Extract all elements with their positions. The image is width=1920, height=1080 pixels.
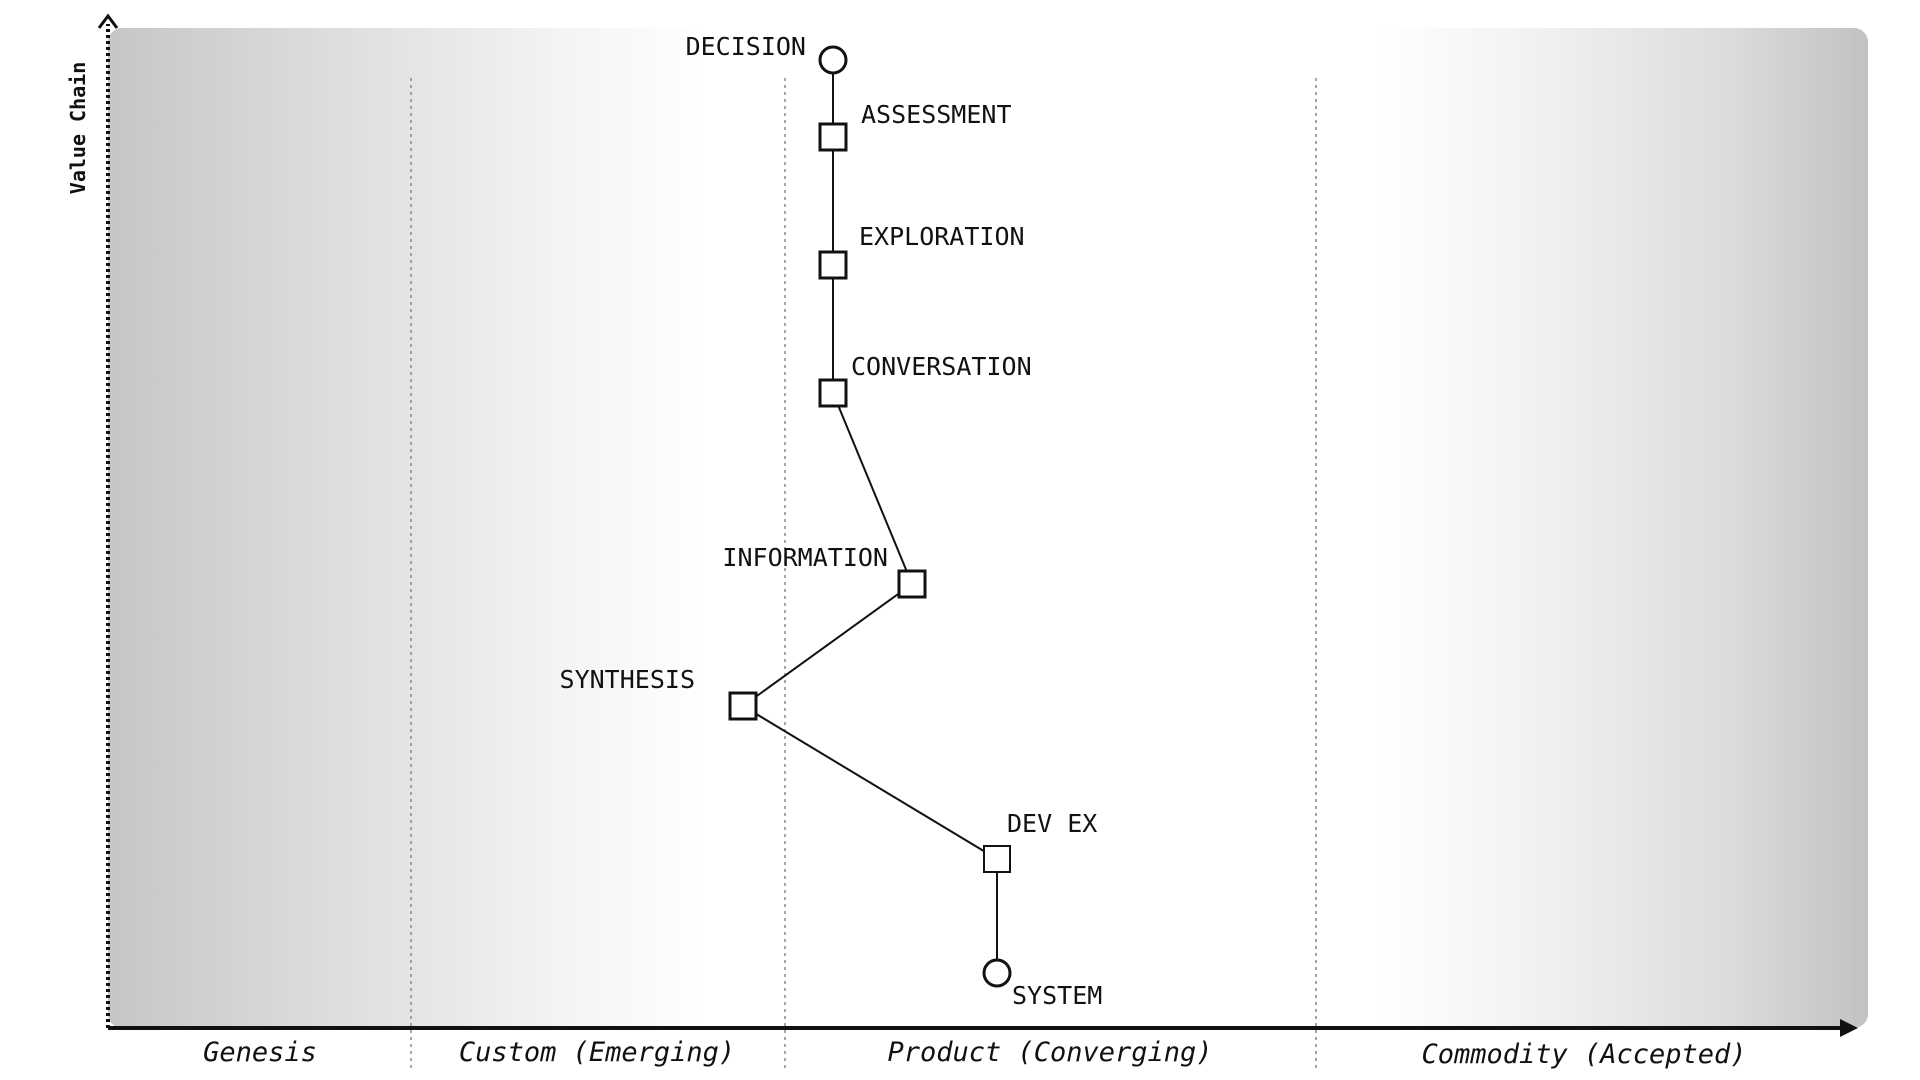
node-conversation[interactable]	[818, 378, 848, 408]
node-decision[interactable]	[818, 45, 848, 75]
y-axis-label: Value Chain	[66, 62, 90, 194]
label-decision: DECISION	[686, 32, 806, 61]
label-system: SYSTEM	[1012, 981, 1102, 1010]
node-exploration[interactable]	[818, 250, 848, 280]
map-background	[108, 28, 1868, 1028]
link-synthesis-devex	[742, 705, 998, 860]
stage-label-genesis: Genesis	[203, 1037, 317, 1068]
node-assessment[interactable]	[818, 122, 848, 152]
stage-label-commodity: Commodity (Accepted)	[1421, 1039, 1746, 1070]
evolution-arrow-icon	[1840, 1019, 1858, 1037]
value-chain-arrow-icon	[97, 13, 119, 29]
label-dev-ex: DEV EX	[1007, 809, 1097, 838]
label-exploration: EXPLORATION	[859, 222, 1025, 251]
link-information-synthesis	[742, 583, 913, 707]
node-synthesis[interactable]	[728, 691, 758, 721]
label-information: INFORMATION	[722, 543, 888, 572]
component-nodes	[728, 45, 1012, 988]
label-synthesis: SYNTHESIS	[560, 665, 695, 694]
link-conversation-information	[832, 392, 913, 585]
node-information[interactable]	[897, 569, 927, 599]
label-conversation: CONVERSATION	[851, 352, 1032, 381]
node-dev-ex[interactable]	[983, 845, 1011, 873]
stage-dividers	[410, 78, 1317, 1072]
stage-label-custom: Custom (Emerging)	[459, 1037, 735, 1068]
label-assessment: ASSESSMENT	[861, 100, 1012, 129]
stage-label-product: Product (Converging)	[887, 1037, 1212, 1068]
node-system[interactable]	[982, 958, 1012, 988]
